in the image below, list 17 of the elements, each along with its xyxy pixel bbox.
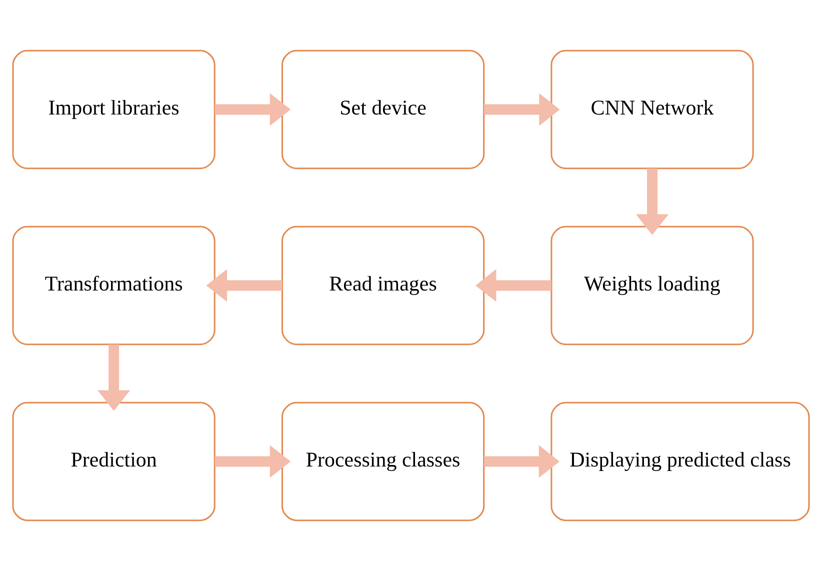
node-box: Import libraries xyxy=(12,49,216,169)
arrow xyxy=(214,92,291,126)
node-box: Transformations xyxy=(12,225,216,345)
node-box: Weights loading xyxy=(550,225,754,345)
arrow xyxy=(206,268,282,302)
node-box: Read images xyxy=(281,225,485,345)
node-box: Processing classes xyxy=(281,401,485,521)
arrow xyxy=(484,444,560,478)
node-box: CNN Network xyxy=(550,49,754,169)
arrow xyxy=(476,268,552,302)
arrow xyxy=(484,92,560,126)
arrow xyxy=(636,168,669,234)
node-box: Displaying predicted class xyxy=(550,401,810,521)
node-box: Prediction xyxy=(12,401,216,521)
arrow xyxy=(98,344,130,410)
node-box: Set device xyxy=(281,49,485,169)
arrow xyxy=(214,444,291,478)
